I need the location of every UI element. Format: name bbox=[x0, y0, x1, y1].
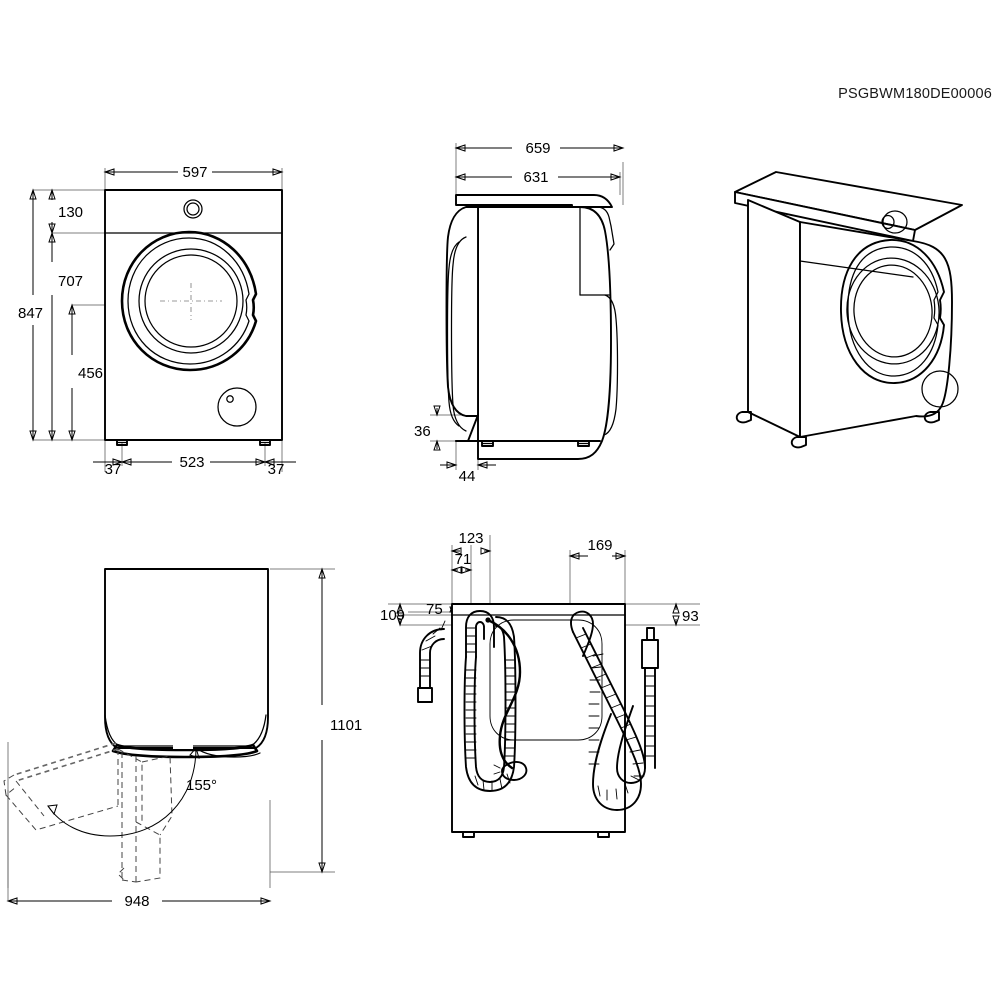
iso-program-knob[interactable] bbox=[882, 210, 908, 234]
side-top-lid bbox=[455, 194, 613, 208]
swing-door-closed bbox=[111, 743, 259, 759]
side-view: 659 631 36 bbox=[414, 140, 625, 485]
door-middle-ring bbox=[127, 237, 250, 365]
swing-door-ghost-outline bbox=[3, 748, 173, 883]
swing-door-open-position-back bbox=[13, 742, 117, 776]
door-swing-view: 1101 948 bbox=[3, 567, 362, 910]
rear-view: 123 71 169 bbox=[380, 530, 700, 838]
dim-label-948: 948 bbox=[124, 893, 149, 910]
dim-front-847: 847 bbox=[18, 188, 43, 442]
inlet-hose-tip bbox=[646, 627, 655, 641]
side-feet bbox=[481, 440, 590, 447]
door-outer-ring[interactable] bbox=[120, 230, 258, 372]
iso-side-panel bbox=[747, 199, 801, 438]
drain-hose-connector bbox=[417, 687, 433, 703]
dim-label-109: 109 bbox=[380, 607, 405, 624]
front-view-extension-lines bbox=[33, 168, 283, 472]
dim-front-130: 130 bbox=[48, 188, 83, 235]
dim-side-44: 44 bbox=[440, 461, 496, 485]
dim-label-37-right: 37 bbox=[268, 461, 285, 478]
water-inlet-hose bbox=[570, 610, 659, 811]
rear-view-extension-lines bbox=[388, 535, 700, 626]
dim-swing-1101: 1101 bbox=[318, 567, 362, 874]
dim-front-37-right: 37 bbox=[263, 458, 296, 478]
iso-drain-filter-cover[interactable] bbox=[921, 370, 959, 408]
dim-side-36: 36 bbox=[414, 405, 441, 451]
dim-front-523: 523 bbox=[120, 454, 267, 471]
dim-label-130: 130 bbox=[58, 204, 83, 221]
dim-swing-948: 948 bbox=[6, 893, 272, 910]
rear-cabinet-outline bbox=[451, 603, 626, 833]
iso-program-knob-inner[interactable] bbox=[881, 214, 895, 230]
document-code: PSGBWM180DE00006 bbox=[838, 86, 992, 102]
door-glass-inner bbox=[144, 254, 238, 348]
dim-rear-109: 109 bbox=[380, 602, 405, 627]
dim-label-44: 44 bbox=[459, 468, 476, 485]
dim-label-707: 707 bbox=[58, 273, 83, 290]
dim-label-169: 169 bbox=[587, 537, 612, 554]
side-plinth-edge bbox=[455, 414, 479, 442]
dim-label-155deg: 155° bbox=[186, 777, 217, 794]
drain-pump-filter-cover[interactable] bbox=[217, 387, 257, 427]
dim-rear-123: 123 bbox=[450, 530, 492, 555]
dim-rear-93: 93 bbox=[672, 602, 699, 627]
door-center-mark bbox=[160, 283, 222, 320]
dim-label-37-left: 37 bbox=[105, 461, 122, 478]
dim-label-93: 93 bbox=[682, 608, 699, 625]
dim-label-36: 36 bbox=[414, 423, 431, 440]
iso-door-glass bbox=[846, 257, 940, 365]
iso-door-outer-ring[interactable] bbox=[840, 239, 945, 384]
inlet-hose-coupling bbox=[641, 639, 659, 669]
dim-rear-71: 71 bbox=[450, 551, 473, 574]
dim-label-456: 456 bbox=[78, 365, 103, 382]
rear-feet bbox=[462, 831, 610, 838]
dim-side-659: 659 bbox=[454, 140, 625, 157]
dim-label-847: 847 bbox=[18, 305, 43, 322]
program-selector-knob-inner[interactable] bbox=[186, 202, 200, 216]
door-glass-ring bbox=[138, 248, 244, 354]
swing-door-handle-notch bbox=[173, 745, 193, 749]
perspective-view bbox=[734, 171, 963, 449]
side-rear-hose-channel bbox=[603, 294, 619, 436]
iso-door-glass-inner bbox=[853, 264, 933, 358]
power-plug bbox=[501, 760, 528, 781]
dim-label-1101: 1101 bbox=[330, 717, 362, 734]
dim-label-123: 123 bbox=[458, 530, 483, 547]
dim-label-75: 75 bbox=[426, 601, 443, 618]
side-door-edge bbox=[450, 236, 467, 432]
swing-arc bbox=[47, 747, 197, 837]
rear-service-panel bbox=[489, 619, 603, 741]
dim-label-71: 71 bbox=[455, 551, 472, 568]
filter-cover-latch[interactable] bbox=[226, 395, 234, 403]
dim-front-width-597: 597 bbox=[103, 164, 284, 181]
dim-label-631: 631 bbox=[523, 169, 548, 186]
dim-front-707: 707 bbox=[48, 231, 83, 442]
side-door-profile bbox=[445, 206, 479, 417]
swing-door-handle-detail bbox=[195, 747, 261, 758]
dim-front-37-left: 37 bbox=[93, 458, 124, 478]
dim-label-597: 597 bbox=[182, 164, 207, 181]
side-door-edge-2 bbox=[446, 241, 460, 427]
drain-hose bbox=[417, 610, 517, 792]
swing-door-open-position bbox=[15, 748, 119, 782]
dim-side-631: 631 bbox=[454, 169, 622, 186]
dim-front-456: 456 bbox=[68, 303, 103, 442]
swing-arc-arrow-start bbox=[189, 746, 200, 759]
iso-front-face bbox=[799, 221, 953, 438]
side-cabinet-body bbox=[477, 206, 612, 460]
side-rear-bracket bbox=[609, 225, 615, 251]
dim-rear-169: 169 bbox=[568, 537, 627, 560]
power-cord bbox=[485, 617, 528, 781]
front-feet bbox=[116, 439, 271, 446]
front-view: 597 130 707 bbox=[18, 164, 296, 478]
side-rear-top-detail bbox=[596, 206, 612, 227]
dim-label-659: 659 bbox=[525, 140, 550, 157]
dim-label-523: 523 bbox=[179, 454, 204, 471]
swing-cabinet-top bbox=[104, 568, 269, 749]
iso-feet bbox=[735, 411, 940, 449]
power-cord-entry bbox=[485, 617, 491, 623]
program-selector-knob-outer[interactable] bbox=[183, 199, 203, 219]
swing-arc-arrow-end bbox=[47, 804, 58, 816]
